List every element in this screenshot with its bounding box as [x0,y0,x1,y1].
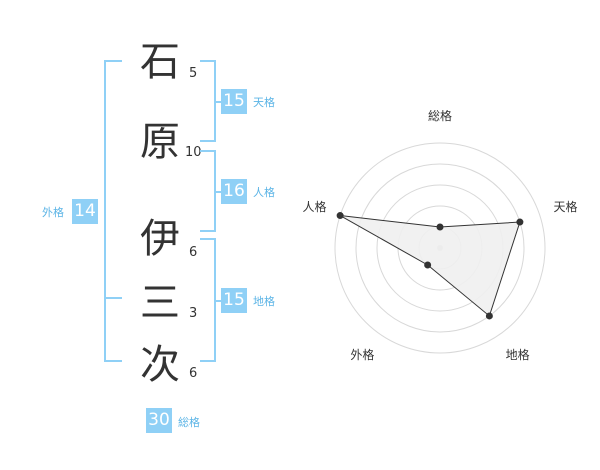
radar-axis-label-3: 地格 [506,347,530,362]
stroke-count-4: 3 [189,306,198,321]
tenkaku-connector [216,101,221,103]
radar-point-1 [436,223,444,231]
gaikaku-label: 外格 [42,206,64,219]
stroke-count-2: 10 [185,145,202,160]
soukaku-label: 総格 [178,416,200,429]
gaikaku-bracket-bottom [104,297,122,362]
radar-point-5 [336,212,344,220]
soukaku-value: 30 [146,408,172,433]
jinkaku-label: 人格 [253,186,275,199]
radar-grid-ring [355,163,525,333]
stroke-count-1: 5 [189,66,198,81]
radar-axis-label-5: 人格 [302,199,326,214]
radar-point-2 [516,218,524,226]
chikaku-value: 15 [221,288,247,313]
tenkaku-value: 15 [221,89,247,114]
radar-axis-label-1: 総格 [428,110,452,123]
radar-grid-ring [334,142,546,354]
tenkaku-bracket [200,60,216,142]
name-char-4: 三 [140,280,180,326]
stroke-count-5: 6 [189,366,198,381]
jinkaku-value: 16 [221,179,247,204]
tenkaku-label: 天格 [253,96,275,109]
radar-axis-label-4: 外格 [350,347,374,362]
name-char-3: 伊 [140,216,180,262]
jinkaku-bracket [200,150,216,232]
radar-point-4 [424,261,432,269]
radar-point-3 [485,312,493,320]
chikaku-bracket [200,238,216,362]
name-char-2: 原 [140,119,180,165]
chikaku-connector [216,300,221,302]
gaikaku-bracket-top [104,60,122,299]
stroke-count-3: 6 [189,245,198,260]
chikaku-label: 地格 [253,295,275,308]
name-char-5: 次 [140,342,180,388]
name-char-1: 石 [140,39,180,85]
gaikaku-value: 14 [72,199,98,224]
jinkaku-connector [216,191,221,193]
radar-axis-label-2: 天格 [554,199,578,214]
